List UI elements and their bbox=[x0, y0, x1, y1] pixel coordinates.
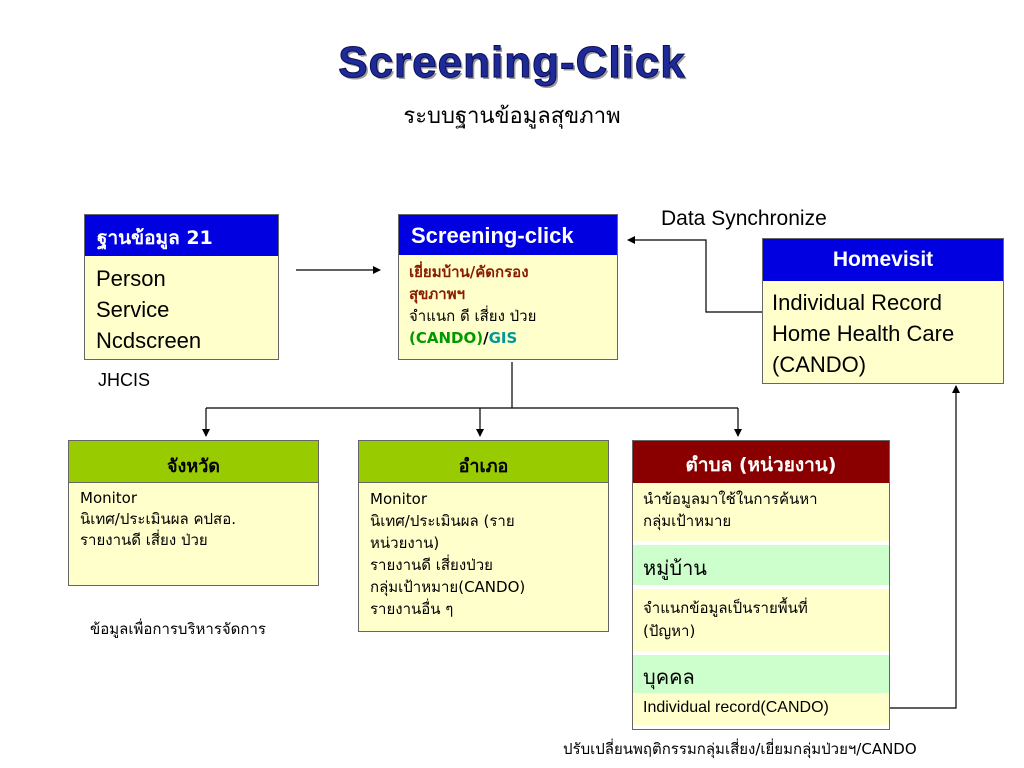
district-line-report: รายงานดี เสี่ยงป่วย bbox=[370, 556, 493, 574]
db21-line-service: Service bbox=[96, 297, 170, 322]
page-subtitle: ระบบฐานข้อมูลสุขภาพ bbox=[403, 104, 621, 129]
jhcis-caption: JHCIS bbox=[98, 370, 151, 390]
subdistrict-classify-line-2: (ปัญหา) bbox=[643, 622, 696, 640]
province-caption: ข้อมูลเพื่อการบริหารจัดการ bbox=[90, 620, 266, 638]
homevisit-box: Homevisit Individual Record Home Health … bbox=[762, 238, 1004, 384]
screening-header: Screening-click bbox=[399, 215, 617, 255]
subdistrict-classify-section: จำแนกข้อมูลเป็นรายพื้นที่ (ปัญหา) bbox=[633, 589, 889, 651]
homevisit-line-cando: (CANDO) bbox=[772, 352, 867, 377]
subdistrict-header: ตำบล (หน่วยงาน) bbox=[633, 441, 889, 483]
db21-line-person: Person bbox=[96, 266, 166, 291]
subdistrict-use-section: นำข้อมูลมาใช้ในการค้นหา กลุ่มเป้าหมาย bbox=[633, 483, 889, 541]
district-line-supervise: นิเทศ/ประเมินผล (ราย bbox=[370, 512, 515, 530]
homevisit-line-record: Individual Record bbox=[772, 290, 942, 315]
screening-cando: (CANDO) bbox=[409, 329, 484, 347]
subdistrict-use-line-1: นำข้อมูลมาใช้ในการค้นหา bbox=[643, 490, 818, 508]
individual-record-label: Individual record(CANDO) bbox=[633, 693, 889, 725]
subdistrict-box: ตำบล (หน่วยงาน) นำข้อมูลมาใช้ในการค้นหา … bbox=[632, 440, 890, 730]
subdistrict-classify-line-1: จำแนกข้อมูลเป็นรายพื้นที่ bbox=[643, 599, 808, 617]
district-line-unit: หน่วยงาน) bbox=[370, 534, 440, 552]
district-header: อำเภอ bbox=[359, 441, 608, 483]
subdistrict-use-line-2: กลุ่มเป้าหมาย bbox=[643, 512, 732, 530]
screening-line-classify: จำแนก ดี เสี่ยง ป่วย bbox=[409, 307, 537, 325]
data-sync-label: Data Synchronize bbox=[661, 207, 827, 230]
homevisit-header: Homevisit bbox=[763, 239, 1003, 281]
bottom-caption: ปรับเปลี่ยนพฤติกรรมกลุ่มเสี่ยง/เยี่ยมกลุ… bbox=[563, 740, 917, 758]
district-box: อำเภอ Monitor นิเทศ/ประเมินผล (ราย หน่วย… bbox=[358, 440, 609, 632]
district-line-monitor: Monitor bbox=[370, 490, 428, 508]
district-line-other: รายงานอื่น ๆ bbox=[370, 600, 454, 618]
person-header: บุคคล bbox=[633, 655, 889, 693]
db21-header: ฐานข้อมูล 21 bbox=[85, 215, 278, 256]
homevisit-line-care: Home Health Care bbox=[772, 321, 955, 346]
district-line-target: กลุ่มเป้าหมาย(CANDO) bbox=[370, 578, 526, 596]
village-header: หมู่บ้าน bbox=[633, 545, 889, 585]
screening-slash: / bbox=[483, 329, 489, 347]
province-header: จังหวัด bbox=[69, 441, 318, 483]
province-line-report: รายงานดี เสี่ยง ป่วย bbox=[80, 531, 208, 549]
screening-line-health: สุขภาพฯ bbox=[409, 285, 466, 303]
page-title: Screening-Click bbox=[338, 38, 686, 88]
screening-line-visit: เยี่ยมบ้าน/คัดกรอง bbox=[409, 263, 529, 281]
screening-box: Screening-click เยี่ยมบ้าน/คัดกรอง สุขภา… bbox=[398, 214, 618, 360]
arrow-homevisit-to-screening bbox=[627, 236, 762, 313]
province-line-monitor: Monitor bbox=[80, 489, 138, 507]
screening-gis: GIS bbox=[488, 329, 518, 347]
province-box: จังหวัด Monitor นิเทศ/ประเมินผล คปสอ. รา… bbox=[68, 440, 319, 586]
arrow-feedback-to-homevisit bbox=[890, 385, 960, 709]
province-line-supervise: นิเทศ/ประเมินผล คปสอ. bbox=[80, 510, 236, 528]
db21-line-ncdscreen: Ncdscreen bbox=[96, 328, 202, 353]
db21-box: ฐานข้อมูล 21 Person Service Ncdscreen bbox=[84, 214, 279, 360]
